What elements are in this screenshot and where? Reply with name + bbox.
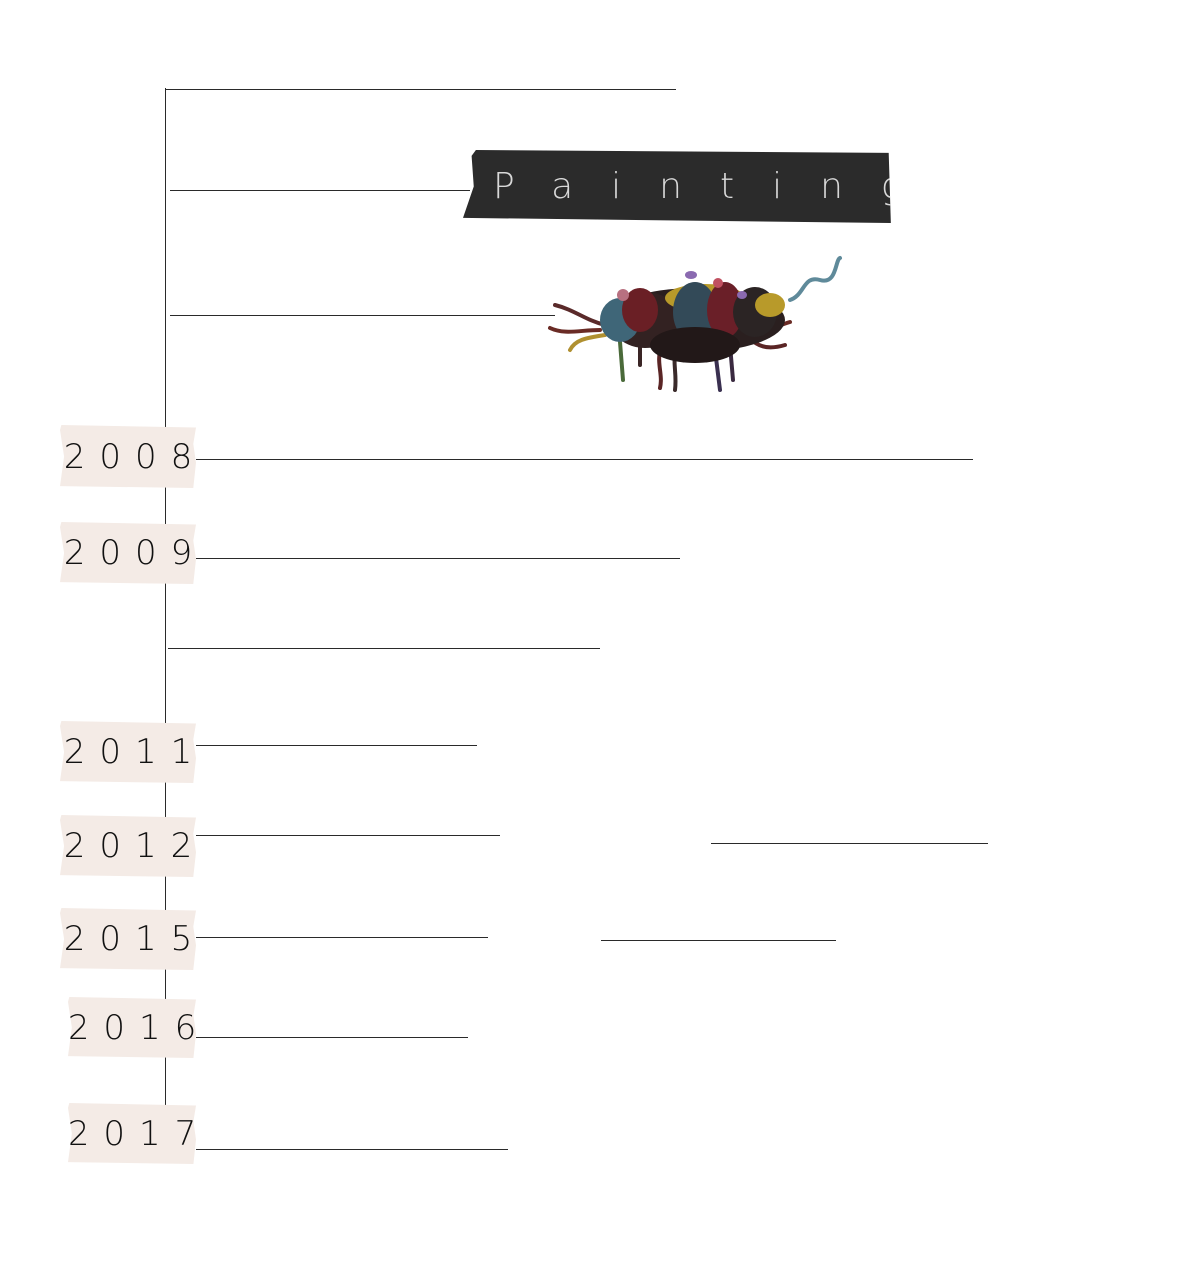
year-tape-2017: 2017	[68, 1103, 196, 1164]
year-label: 2017	[67, 1113, 211, 1154]
year-label: 2015	[63, 919, 207, 959]
timeline-line	[711, 843, 988, 844]
year-tape-2012: 2012	[60, 815, 196, 877]
timeline-line	[196, 937, 488, 938]
year-label: 2012	[63, 826, 207, 866]
timeline-line	[601, 940, 836, 941]
year-tape-2015: 2015	[60, 908, 196, 970]
year-label: 2008	[63, 436, 207, 477]
timeline-line	[196, 745, 477, 746]
year-tape-2016: 2016	[68, 997, 196, 1058]
timeline-line	[196, 835, 500, 836]
creature-painting	[548, 256, 842, 392]
timeline-line	[196, 1037, 468, 1038]
year-label: 2016	[67, 1007, 211, 1048]
year-tape-2008: 2008	[60, 425, 196, 488]
year-label: 2009	[63, 533, 207, 573]
timeline-line	[165, 89, 676, 90]
year-tape-2009: 2009	[60, 522, 196, 584]
paintings-title-tape: Paintings	[463, 150, 891, 223]
timeline-line	[196, 558, 680, 559]
timeline-line	[196, 459, 973, 460]
year-label: 2011	[63, 732, 207, 772]
timeline-line	[170, 315, 555, 316]
timeline-line	[170, 190, 470, 191]
timeline-line	[196, 1149, 508, 1150]
timeline-line	[168, 648, 600, 649]
timeline-spine	[165, 88, 166, 1163]
page-title: Paintings	[493, 166, 998, 207]
year-tape-2011: 2011	[60, 721, 196, 783]
